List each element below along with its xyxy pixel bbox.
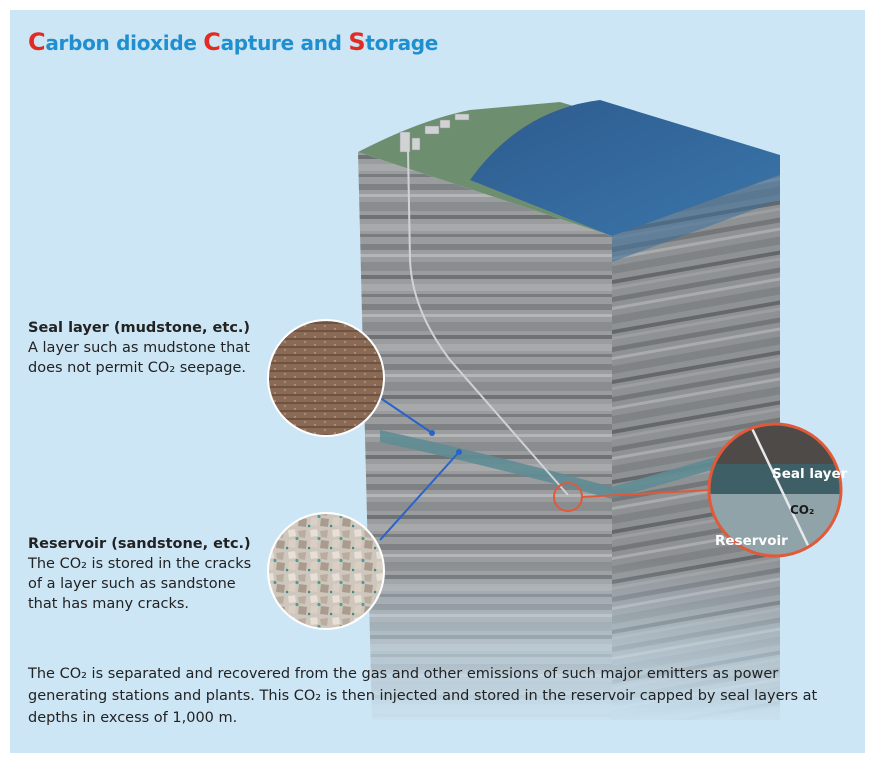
reservoir-callout-line — [379, 451, 460, 541]
injection-well-pipe — [407, 149, 569, 496]
title-letter-s: S — [348, 28, 366, 56]
title-part-1: arbon dioxide — [45, 31, 204, 55]
inset-zoom-border — [707, 422, 843, 558]
seal-layer-heading: Seal layer (mudstone, etc.) — [28, 320, 251, 336]
reservoir-body: The CO₂ is stored in the cracks of a lay… — [28, 556, 252, 612]
reservoir-callout-dot — [456, 449, 462, 455]
seal-callout-line — [375, 394, 433, 434]
title-letter-c2: C — [203, 28, 221, 56]
sea-side-face — [612, 170, 780, 262]
reservoir-heading: Reservoir (sandstone, etc.) — [28, 536, 251, 552]
title-part-2: apture and — [220, 31, 349, 55]
page-title: Carbon dioxide Capture and Storage — [28, 28, 438, 56]
seal-layer-description: Seal layer (mudstone, etc.) A layer such… — [28, 318, 258, 378]
inset-connector — [581, 489, 711, 498]
sandstone-sample-image — [268, 513, 384, 629]
inset-seal-label: Seal layer — [772, 466, 848, 482]
depth-fade — [350, 560, 790, 730]
inset-reservoir-label: Reservoir — [715, 533, 788, 549]
seal-callout-dot — [429, 430, 435, 436]
reservoir-description: Reservoir (sandstone, etc.) The CO₂ is s… — [28, 534, 258, 614]
plant-buildings — [399, 113, 470, 153]
seal-layer-body: A layer such as mudstone that does not p… — [28, 340, 250, 376]
caption-text: The CO₂ is separated and recovered from … — [28, 666, 818, 726]
mudstone-sample-border — [267, 319, 385, 437]
title-letter-c: C — [28, 28, 46, 56]
mudstone-sample-image — [268, 320, 384, 436]
inset-co2-label: CO₂ — [790, 503, 814, 517]
seal-layer-band — [380, 430, 780, 499]
title-part-3: torage — [365, 31, 439, 55]
sandstone-sample-border — [267, 512, 385, 630]
